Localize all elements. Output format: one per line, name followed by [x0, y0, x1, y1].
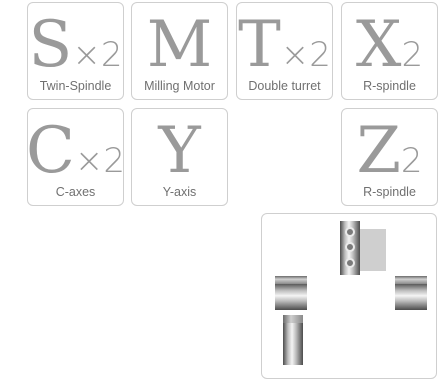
feature-suffix: 2 — [401, 35, 424, 75]
feature-glyph: S×2 — [28, 9, 123, 77]
feature-caption: R-spindle — [363, 185, 416, 199]
tool-ring-icon — [345, 258, 355, 268]
feature-caption: Y-axis — [162, 185, 197, 199]
tool-ring-icon — [345, 227, 355, 237]
feature-letter: Z — [356, 114, 400, 188]
feature-glyph: M — [132, 9, 227, 77]
upper-turret-image — [340, 221, 360, 275]
feature-caption: Double turret — [248, 79, 321, 93]
feature-suffix: ×2 — [74, 141, 126, 181]
feature-tile-c-axes[interactable]: C×2 C-axes — [25, 108, 126, 206]
lower-turret-image — [283, 323, 303, 365]
feature-letter: S — [28, 8, 73, 82]
machine-layout-panel — [261, 213, 437, 379]
feature-glyph: Y — [132, 115, 227, 183]
feature-letter: Y — [158, 114, 200, 188]
feature-glyph: C×2 — [25, 114, 126, 188]
feature-letter: T — [238, 8, 281, 82]
feature-tile-double-turret[interactable]: T×2 Double turret — [236, 2, 333, 100]
feature-suffix: ×2 — [280, 35, 331, 75]
feature-tile-twin-spindle[interactable]: S×2 Twin-Spindle — [27, 2, 124, 100]
feature-tile-milling-motor[interactable]: M Milling Motor — [131, 2, 228, 100]
feature-suffix: ×2 — [72, 35, 123, 75]
right-spindle-cap-image — [395, 276, 427, 284]
feature-glyph: T×2 — [237, 9, 332, 77]
feature-letter: C — [25, 114, 75, 188]
feature-caption: Milling Motor — [144, 79, 215, 93]
feature-suffix: 2 — [400, 141, 423, 181]
lower-turret-cap-image — [283, 315, 303, 323]
tool-block-image — [360, 229, 386, 271]
feature-tile-y-axis[interactable]: Y Y-axis — [131, 108, 228, 206]
feature-caption: R-spindle — [363, 79, 416, 93]
feature-letter: M — [146, 8, 213, 82]
tool-ring-icon — [345, 242, 355, 252]
feature-caption: C-axes — [55, 185, 96, 199]
left-spindle-image — [275, 284, 307, 310]
feature-letter: X — [355, 8, 402, 82]
feature-caption: Twin-Spindle — [39, 79, 112, 93]
right-spindle-image — [395, 284, 427, 310]
left-spindle-cap-image — [275, 276, 307, 284]
